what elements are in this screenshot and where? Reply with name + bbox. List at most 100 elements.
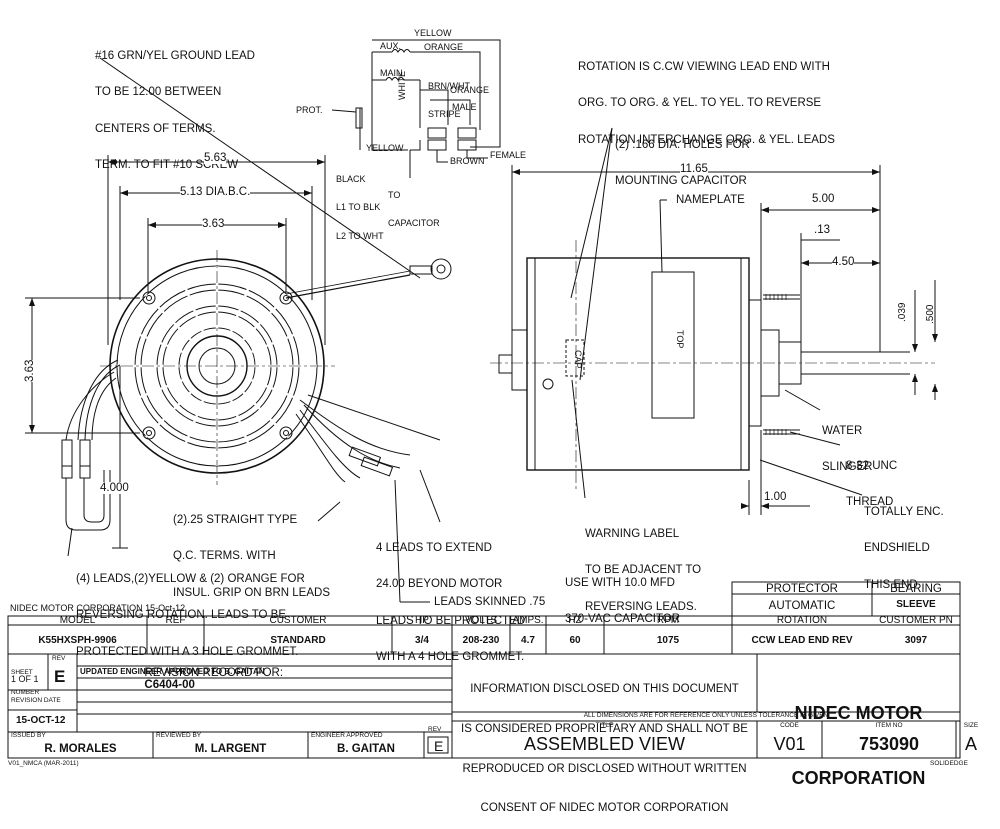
note-line: TOTALLY ENC. [864, 506, 944, 519]
wiring-to-cap-label: TO CAPACITOR [388, 172, 440, 238]
spec-header-rpm: RPM [656, 615, 680, 626]
dim-5-13: 5.13 DIA.B.C. [180, 186, 251, 199]
item-no-value: 753090 [858, 734, 920, 754]
motor-side-view [490, 240, 935, 490]
wiring-aux-label: AUX. [380, 41, 402, 51]
spec-value-model: K55HXSPH-9906 [38, 635, 117, 646]
note-line: (2) .166 DIA. HOLES FOR [615, 139, 750, 152]
note-line: (4) LEADS,(2)YELLOW & (2) ORANGE FOR [76, 573, 305, 586]
revision-record-label: REVISION RECORD FOR: [144, 667, 284, 680]
rotation-note: ROTATION IS C.CW VIEWING LEAD END WITH O… [578, 37, 835, 158]
leads-skinned-note: LEADS SKINNED .75 [434, 596, 546, 608]
spec-header-ref: REF [165, 615, 186, 626]
protector-header: PROTECTOR [766, 583, 838, 595]
ground-lead-note: #16 GRN/YEL GROUND LEAD TO BE 12.00 BETW… [95, 26, 255, 183]
thread-note: 8-32 UNC THREAD [846, 436, 897, 520]
wiring-yellow-label: YELLOW [414, 28, 452, 38]
title-label: TITLE [595, 722, 614, 729]
note-line: 4 LEADS TO EXTEND [376, 542, 492, 555]
company-line: NIDEC MOTOR [794, 703, 923, 724]
disclaimer-line: CONSENT OF NIDEC MOTOR CORPORATION [480, 802, 729, 815]
revision-record-line: UPDATED ENGINEER APPROVED TO B. GAITAN [80, 667, 265, 676]
note-line: TERM. TO FIT #10 SCREW [95, 158, 239, 171]
approved-by-label: ENGINEER APPROVED [311, 732, 383, 739]
note-line: THREAD [846, 496, 894, 509]
wiring-white-label: WHITE [397, 71, 407, 100]
spec-header-rotation: ROTATION [776, 615, 828, 626]
wiring-black-label: BLACK L1 TO BLK L2 TO WHT [336, 156, 384, 250]
note-line: INSUL. GRIP ON BRN LEADS [173, 586, 330, 599]
water-slinger-note: WATER SLINGER [822, 401, 873, 485]
reference-note: ALL DIMENSIONS ARE FOR REFERENCE ONLY UN… [583, 712, 829, 719]
size-value: A [964, 734, 977, 754]
note-line: WITH A 4 HOLE GROMMET. [376, 650, 525, 663]
wiring-main-label: MAIN [380, 68, 403, 78]
note-line: (2).25 STRAIGHT TYPE [173, 514, 298, 527]
disclaimer-line: INFORMATION DISCLOSED ON THIS DOCUMENT [470, 683, 739, 696]
dim-0-500: .500 [925, 304, 936, 324]
dim-5-63: 5.63 [204, 152, 227, 165]
spec-value-rotation: CCW LEAD END REV [751, 635, 853, 646]
issued-by-value: R. MORALES [44, 743, 117, 755]
wiring-line: CAPACITOR [388, 218, 440, 229]
wiring-line: L2 TO WHT [336, 230, 384, 241]
note-line: MOUNTING CAPACITOR [615, 175, 747, 188]
label-line: SHEET [11, 668, 33, 676]
wiring-line: BLACK [336, 173, 366, 184]
wiring-brn-wht-label: BRN/WHT STRIPE [428, 63, 470, 129]
reviewed-by-value: M. LARGENT [194, 743, 267, 755]
spec-value-hz: 60 [569, 635, 581, 646]
endshield-note: TOTALLY ENC. ENDSHIELD THIS END [864, 482, 944, 603]
spec-header-volts: VOLTS [464, 615, 498, 626]
note-line: CENTERS OF TERMS. [95, 122, 216, 135]
company-line: NIDEC MOTOR CORPORATION 15-Oct-12 [10, 603, 186, 613]
spec-header-customer-pn: CUSTOMER PN [879, 615, 953, 626]
dim-1-00: 1.00 [764, 491, 787, 503]
signoff-rev-label: REV [428, 726, 442, 733]
sheet-number-label: SHEET NUMBER [11, 656, 39, 704]
disclaimer-line: IS CONSIDERED PROPRIETARY AND SHALL NOT … [461, 723, 748, 736]
code-value: V01 [773, 734, 806, 754]
note-line: REVERSING ROTATION. LEADS TO BE [76, 609, 287, 622]
wiring-yellow-low-label: YELLOW [366, 143, 404, 153]
revision-record-id: C6404-00 [144, 679, 195, 692]
motor-end-view [100, 250, 335, 485]
reversing-leads-note: (4) LEADS,(2)YELLOW & (2) ORANGE FOR REV… [76, 549, 305, 670]
label-line: NUMBER [11, 689, 40, 697]
issued-by-label: ISSUED BY [11, 732, 46, 739]
revision-date-value: 15-OCT-12 [16, 715, 66, 726]
note-line: PROTECTED WITH A 3 HOLE GROMMET. [76, 645, 299, 658]
note-line: WARNING LABEL [585, 528, 680, 541]
spec-value-customer: STANDARD [270, 635, 326, 646]
rev-value: E [54, 667, 66, 686]
note-line: TO BE ADJACENT TO [585, 564, 702, 577]
code-label: CODE [780, 722, 799, 729]
dim-5-00: 5.00 [812, 193, 835, 206]
four-leads-note: 4 LEADS TO EXTEND 24.00 BEYOND MOTOR LEA… [376, 518, 525, 675]
spec-header-hp: HP [415, 615, 429, 626]
note-line: REVERSING LEADS. [585, 600, 697, 613]
rev-label: REV [52, 655, 66, 662]
drawing-canvas [7, 39, 961, 759]
revision-record-title: REVISION RECORD FOR: C6404-00 [138, 655, 283, 691]
note-line: 370-VAC CAPACITOR [565, 613, 681, 626]
drawing-title: ASSEMBLED VIEW [523, 734, 686, 754]
note-line: #16 GRN/YEL GROUND LEAD [95, 50, 255, 63]
note-line: 24.00 BEYOND MOTOR [376, 578, 503, 591]
mount-holes-note: (2) .166 DIA. HOLES FOR MOUNTING CAPACIT… [615, 115, 750, 199]
wiring-line: L1 TO BLK [336, 202, 381, 213]
dim-4-50: 4.50 [832, 256, 855, 269]
wiring-diagram [331, 39, 501, 178]
note-line: ORG. TO ORG. & YEL. TO YEL. TO REVERSE [578, 97, 822, 110]
note-line: LEADS TO BE PROTECTED [376, 614, 526, 627]
company-line: CORPORATION [791, 767, 926, 788]
dim-4-000: 4.000 [100, 482, 129, 495]
nameplate-label: NAMEPLATE [676, 194, 745, 206]
item-no-label: ITEM NO [875, 722, 903, 729]
spec-header-amps: AMPS. [512, 615, 544, 626]
note-line: ROTATION IS C.CW VIEWING LEAD END WITH [578, 61, 830, 74]
note-line: Q.C. TERMS. WITH [173, 550, 276, 563]
disclaimer-line: REPRODUCED OR DISCLOSED WITHOUT WRITTEN [462, 762, 747, 775]
wiring-orange-label: ORANGE [450, 85, 490, 95]
note-line: 8-32 UNC [846, 460, 898, 473]
